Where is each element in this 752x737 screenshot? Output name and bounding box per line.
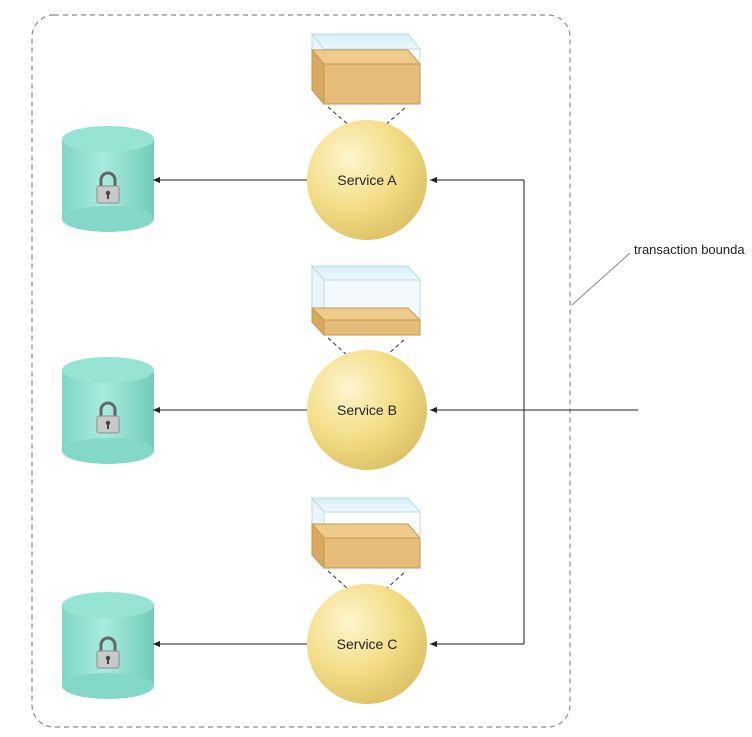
- boundary-label: transaction bounda: [634, 242, 745, 257]
- lock-icon: [96, 171, 120, 204]
- lock-icon: [96, 401, 120, 434]
- lock-icon: [96, 636, 120, 669]
- service-b-label: Service B: [337, 402, 397, 418]
- boundary-leader-line: [571, 252, 631, 306]
- service-c-label: Service C: [337, 636, 398, 652]
- service-c-group: Service C: [62, 496, 427, 704]
- container-box-icon: [310, 496, 422, 570]
- service-b-group: Service B: [62, 264, 427, 470]
- service-a-sphere[interactable]: [307, 120, 427, 240]
- service-b-sphere[interactable]: [307, 350, 427, 470]
- transaction-boundary: [31, 14, 571, 728]
- database-icon: [62, 357, 154, 464]
- container-box-icon: [310, 32, 422, 106]
- service-c-sphere[interactable]: [307, 584, 427, 704]
- service-a-label: Service A: [337, 172, 397, 188]
- container-box-icon: [310, 264, 422, 337]
- service-a-group: Service A: [62, 32, 427, 240]
- database-icon: [62, 592, 154, 699]
- database-icon: [62, 126, 154, 232]
